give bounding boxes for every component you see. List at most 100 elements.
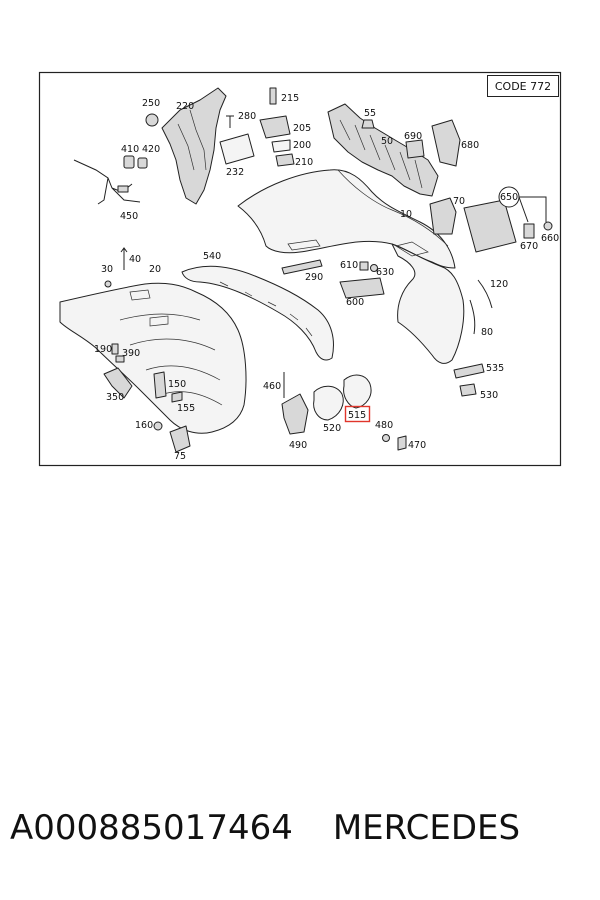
clip-670	[523, 223, 535, 239]
callout-610: 610	[340, 260, 358, 271]
callout-205: 205	[293, 123, 311, 134]
callout-450: 450	[120, 211, 138, 222]
callout-280: 280	[238, 111, 256, 122]
callout-lines-650	[518, 196, 547, 223]
callout-232: 232	[226, 167, 244, 178]
clip-155	[171, 391, 183, 403]
callout-290: 290	[305, 272, 323, 283]
callout-75: 75	[174, 451, 186, 462]
nut-55	[361, 119, 375, 129]
mount-520	[313, 385, 344, 421]
bumper-cover-slot2	[287, 239, 321, 251]
callout-390: 390	[122, 348, 140, 359]
callout-530: 530	[480, 390, 498, 401]
callout-480: 480	[375, 420, 393, 431]
callout-630: 630	[376, 267, 394, 278]
bumper-cover-lower	[391, 243, 465, 364]
callout-215: 215	[281, 93, 299, 104]
callout-155: 155	[177, 403, 195, 414]
bracket-350	[103, 367, 133, 399]
callout-30: 30	[101, 264, 113, 275]
bumper-cover-edge	[337, 169, 449, 247]
callout-20: 20	[149, 264, 161, 275]
screw-160	[153, 421, 163, 431]
callout-250: 250	[142, 98, 160, 109]
callout-50: 50	[381, 136, 393, 147]
left-bracket	[161, 87, 227, 205]
callout-690: 690	[404, 131, 422, 142]
callout-470: 470	[408, 440, 426, 451]
callout-150: 150	[168, 379, 186, 390]
clip-610	[359, 261, 369, 271]
callout-535: 535	[486, 363, 504, 374]
harness-connector	[117, 185, 129, 193]
sensor-420	[137, 157, 148, 169]
brand-name: MERCEDES	[332, 808, 521, 848]
callout-680: 680	[461, 140, 479, 151]
callout-650: 650	[500, 192, 518, 203]
clip-strip	[281, 259, 323, 275]
nut-390	[115, 355, 125, 363]
callout-200: 200	[293, 140, 311, 151]
clip-210	[275, 153, 295, 167]
side-trim-120	[477, 279, 493, 309]
callout-40: 40	[129, 254, 141, 265]
cover-232	[219, 133, 255, 165]
highlight-box	[344, 405, 371, 423]
callout-460: 460	[263, 381, 281, 392]
callout-220: 220	[176, 101, 194, 112]
clip-470	[397, 435, 407, 451]
callout-670: 670	[520, 241, 538, 252]
screw-480	[382, 434, 390, 442]
callout-labels: 250 220 280 215 205 200 210 232 55 50 69…	[94, 93, 559, 462]
callout-350: 350	[106, 392, 124, 403]
callout-70: 70	[453, 196, 465, 207]
callout-420: 420	[142, 144, 160, 155]
reinforcement-bar-ribs	[339, 119, 423, 189]
bracket-75	[169, 425, 191, 453]
screw-280	[226, 115, 234, 128]
mount-515-part	[343, 374, 372, 409]
callout-120: 120	[490, 279, 508, 290]
callout-210: 210	[295, 157, 313, 168]
bracket-680	[431, 119, 461, 167]
bracket-600	[339, 277, 385, 299]
clip-30	[104, 280, 112, 288]
callout-540: 540	[203, 251, 221, 262]
diffuser-vents	[119, 313, 223, 406]
code-label: CODE 772	[495, 80, 551, 93]
bolt-40	[120, 247, 128, 270]
diffuser-holes	[129, 289, 169, 327]
callout-410: 410	[121, 144, 139, 155]
side-trim-80	[469, 299, 476, 335]
bracket-205	[259, 115, 291, 139]
plate-holder	[463, 199, 517, 253]
callout-520: 520	[323, 423, 341, 434]
clip-215	[269, 87, 277, 105]
callout-490: 490	[289, 440, 307, 451]
left-bracket-detail	[177, 109, 207, 171]
screw-660	[543, 221, 553, 231]
bracket-530	[459, 383, 477, 397]
clip-630	[370, 264, 378, 272]
trim-strip-slots	[219, 281, 313, 337]
block-690	[405, 139, 425, 159]
cover-200	[271, 139, 291, 153]
caption: A000885017464 MERCEDES	[10, 808, 600, 858]
callout-600: 600	[346, 297, 364, 308]
screw-190	[111, 343, 119, 355]
callout-515: 515	[348, 410, 366, 421]
clip-250	[145, 113, 159, 127]
callout-10: 10	[400, 209, 412, 220]
callout-160: 160	[135, 420, 153, 431]
bracket-150	[153, 371, 167, 399]
reflector-535	[453, 363, 485, 379]
code-box	[487, 75, 559, 97]
callout-55: 55	[364, 108, 376, 119]
bumper-cover-slot	[395, 241, 429, 257]
sensor-410	[123, 155, 135, 169]
part-number: A000885017464	[10, 808, 293, 848]
bracket-70	[429, 197, 457, 235]
bracket-490	[281, 393, 309, 435]
